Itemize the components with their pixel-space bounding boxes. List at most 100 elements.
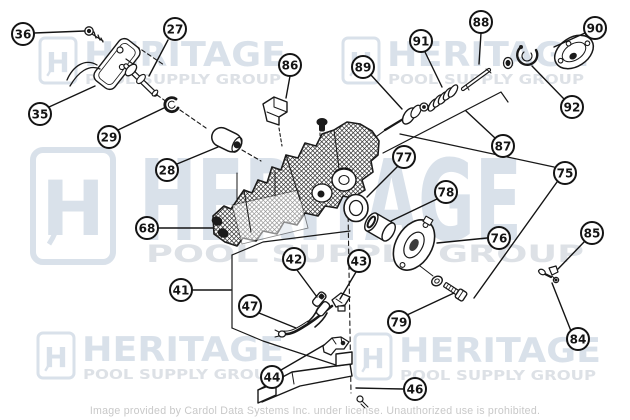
body-port-dark-left (211, 216, 223, 226)
callout-leader-line (366, 165, 399, 198)
callout-number: 46 (407, 382, 424, 396)
callout-balloon (163, 17, 187, 41)
callout-88: 88 (469, 10, 493, 65)
callout-92: 92 (531, 65, 584, 119)
axis-segment-76-79 (419, 265, 434, 277)
callout-balloon (469, 10, 493, 34)
callout-balloon (11, 22, 35, 46)
callout-number: 85 (584, 226, 601, 240)
part-76-flange-plate (392, 215, 436, 271)
callout-number: 87 (495, 139, 512, 153)
body-top-pins (236, 171, 276, 201)
callout-leader-line (258, 312, 297, 329)
watermark-brand: HERITAGE (82, 330, 284, 370)
callout-balloon (28, 102, 52, 126)
part-35-wire (66, 61, 101, 87)
callout-leader-line (117, 106, 167, 131)
callout-46: 46 (355, 377, 427, 401)
callout-27: 27 (148, 17, 187, 77)
callout-leader-line (339, 271, 357, 300)
callout-leader-line (531, 65, 565, 100)
callout-78: 78 (390, 180, 458, 222)
callout-leader-line (148, 39, 169, 77)
group-bracket-75 (399, 133, 555, 168)
watermark-tagline: POOL SUPPLY GROUP (400, 369, 596, 384)
part-42-connector (307, 291, 331, 328)
callout-leader-line (296, 269, 318, 298)
part-44-clamp (322, 336, 350, 356)
callout-number: 92 (564, 100, 581, 114)
callout-balloon (553, 161, 577, 185)
callout-44: 44 (260, 344, 325, 389)
callout-29: 29 (97, 106, 167, 149)
watermark-leaf-icon (361, 353, 368, 373)
callout-balloon (403, 377, 427, 401)
callout-90: 90 (553, 16, 607, 48)
license-caption: Image provided by Cardol Data Systems In… (89, 405, 541, 417)
watermark-leaf-icon (46, 198, 62, 246)
callout-balloon (434, 180, 458, 204)
callout-leader-line (285, 75, 291, 99)
part-27-shaft (123, 63, 159, 97)
callout-47: 47 (238, 294, 297, 329)
callout-leader-line (436, 237, 488, 244)
callout-number: 35 (32, 107, 49, 121)
part-43-terminal (331, 292, 351, 312)
callout-balloon (487, 226, 511, 250)
callout-28: 28 (155, 146, 219, 182)
callout-leader-line (557, 240, 586, 270)
watermark-logo-letter: H (361, 342, 384, 375)
callout-number: 36 (15, 27, 32, 41)
part-36-screw (84, 26, 104, 43)
callout-balloon (351, 55, 375, 79)
group-bracket-87 (382, 91, 509, 154)
part-46-screw (356, 395, 369, 409)
callout-number: 90 (587, 21, 604, 35)
watermark-tagline: POOL SUPPLY GROUP (83, 368, 279, 383)
part-68-valve-body (211, 118, 380, 247)
callout-79: 79 (387, 292, 455, 334)
callout-balloon (97, 125, 121, 149)
callout-number: 41 (173, 283, 190, 297)
callout-68: 68 (135, 216, 214, 240)
watermark-logo-letter: H (46, 46, 69, 79)
callout-85: 85 (557, 221, 604, 270)
callout-leader-line (48, 85, 96, 108)
callout-balloon (583, 16, 607, 40)
callout-number: 43 (351, 254, 368, 268)
callout-number: 86 (282, 58, 299, 72)
callout-balloon (278, 53, 302, 77)
part-79-bolt-washer (431, 275, 468, 302)
callout-balloon (169, 278, 193, 302)
callout-balloon (238, 294, 262, 318)
callout-balloon (566, 327, 590, 351)
callout-leader-line (33, 30, 86, 34)
callout-number: 76 (491, 231, 508, 245)
part-90-mounting-flange (553, 34, 595, 70)
callout-number: 91 (413, 34, 430, 48)
callout-balloon (155, 158, 179, 182)
watermark-leaf-icon (46, 57, 53, 77)
body-port-dark-left2 (217, 228, 229, 238)
part-29-retaining-ring (163, 96, 180, 113)
callout-41: 41 (169, 278, 232, 302)
callout-balloon (135, 216, 159, 240)
callout-84: 84 (551, 282, 590, 351)
part-92-retaining-ring (502, 45, 539, 70)
callout-balloon (387, 310, 411, 334)
callout-number: 42 (286, 252, 303, 266)
callout-leader-line (473, 181, 558, 299)
callout-leader-line (406, 292, 455, 316)
callout-87: 87 (465, 110, 515, 158)
callout-77: 77 (366, 145, 416, 198)
callout-balloon (347, 249, 371, 273)
callout-number: 75 (557, 166, 574, 180)
watermark-tagline: POOL SUPPLY GROUP (388, 73, 584, 88)
watermark-logo-letter: H (44, 341, 67, 374)
callout-balloon (282, 247, 306, 271)
callout-number: 44 (264, 370, 281, 384)
